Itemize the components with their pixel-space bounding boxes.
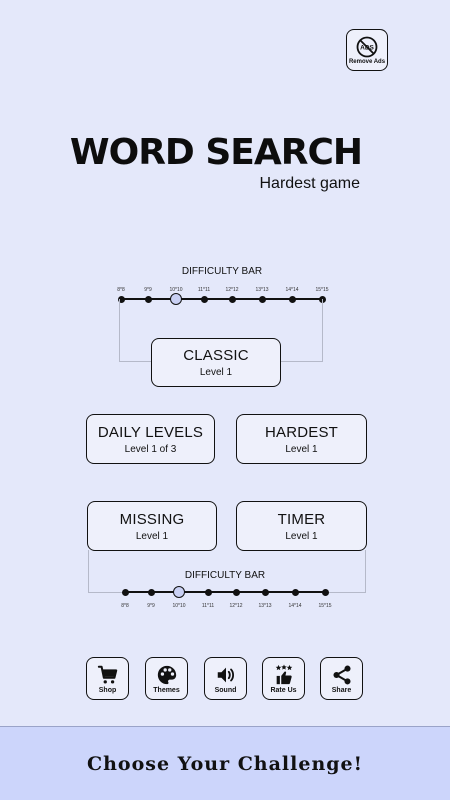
footer-tagline: Choose Your Challenge!	[86, 752, 363, 775]
hardest-mode-level: Level 1	[285, 443, 318, 455]
remove-ads-label: Remove Ads	[348, 58, 386, 65]
difficulty-dot-12x12[interactable]	[232, 588, 240, 596]
difficulty-dot-10x10[interactable]	[170, 293, 182, 305]
difficulty-tick-label: 10*10	[172, 603, 186, 609]
difficulty-dot-14x14[interactable]	[288, 295, 296, 303]
thumbs-up-icon	[275, 663, 292, 684]
difficulty-dot-9x9[interactable]	[147, 588, 155, 596]
themes-label: Themes	[153, 686, 180, 694]
app-subtitle: Hardest game	[259, 175, 361, 192]
timer-mode-button[interactable]: TIMER Level 1	[236, 501, 367, 551]
missing-mode-button[interactable]: MISSING Level 1	[87, 501, 217, 551]
missing-mode-title: MISSING	[119, 510, 185, 528]
difficulty-tick-label: 14*14	[285, 287, 299, 293]
daily-levels-title: DAILY LEVELS	[97, 423, 204, 441]
cart-icon	[97, 665, 117, 684]
difficulty-tick-label: 9*9	[144, 287, 152, 293]
hardest-mode-button[interactable]: HARDEST Level 1	[236, 414, 367, 464]
difficulty-tick-label: 10*10	[169, 287, 183, 293]
difficulty-dot-14x14[interactable]	[291, 588, 299, 596]
timer-mode-title: TIMER	[277, 510, 326, 528]
speaker-icon	[217, 667, 234, 682]
share-label: Share	[331, 686, 352, 694]
connector-left-bottom	[88, 550, 124, 593]
difficulty-tick-label: 15*15	[318, 603, 332, 609]
shop-label: Shop	[98, 686, 117, 694]
difficulty-tick-label: 15*15	[315, 287, 329, 293]
difficulty-dot-15x15[interactable]	[321, 588, 329, 596]
app-title: WORD SEARCH	[69, 132, 363, 173]
shop-button[interactable]: Shop	[86, 657, 129, 700]
no-ads-icon: ADS	[356, 36, 378, 57]
connector-right-top	[281, 299, 323, 362]
rate-us-button[interactable]: Rate Us	[262, 657, 305, 700]
difficulty-dot-8x8[interactable]	[117, 295, 125, 303]
hardest-mode-title: HARDEST	[264, 423, 339, 441]
rate-us-label: Rate Us	[270, 686, 297, 694]
difficulty-dot-13x13[interactable]	[261, 588, 269, 596]
difficulty-tick-label: 9*9	[147, 603, 155, 609]
difficulty-dot-11x11[interactable]	[204, 588, 212, 596]
missing-mode-level: Level 1	[135, 530, 169, 542]
difficulty-bar-title-top: DIFFICULTY BAR	[181, 266, 263, 277]
difficulty-tick-label: 8*8	[121, 603, 129, 609]
difficulty-dot-8x8[interactable]	[121, 588, 129, 596]
difficulty-track	[120, 298, 322, 300]
classic-mode-title: CLASSIC	[183, 347, 249, 364]
difficulty-dot-10x10[interactable]	[173, 586, 185, 598]
ads-icon-text: ADS	[360, 44, 374, 51]
daily-levels-button[interactable]: DAILY LEVELS Level 1 of 3	[86, 414, 215, 464]
remove-ads-button[interactable]: ADS Remove Ads	[346, 29, 388, 71]
difficulty-bar-title-bottom: DIFFICULTY BAR	[184, 570, 266, 581]
difficulty-dot-11x11[interactable]	[200, 295, 208, 303]
difficulty-tick-label: 8*8	[117, 287, 125, 293]
difficulty-dot-13x13[interactable]	[258, 295, 266, 303]
footer-banner: Choose Your Challenge!	[0, 726, 450, 800]
daily-levels-progress: Level 1 of 3	[124, 443, 177, 455]
connector-left-top	[119, 299, 152, 362]
sound-label: Sound	[214, 686, 237, 694]
difficulty-dot-12x12[interactable]	[228, 295, 236, 303]
difficulty-tick-label: 13*13	[255, 287, 269, 293]
share-icon	[332, 665, 351, 684]
difficulty-tick-label: 13*13	[258, 603, 272, 609]
difficulty-track	[124, 591, 325, 593]
difficulty-dot-9x9[interactable]	[144, 295, 152, 303]
palette-icon	[157, 665, 176, 684]
difficulty-tick-label: 12*12	[229, 603, 243, 609]
difficulty-tick-label: 11*11	[197, 287, 211, 293]
difficulty-tick-label: 11*11	[201, 603, 215, 609]
classic-mode-level: Level 1	[199, 367, 233, 378]
share-button[interactable]: Share	[320, 657, 363, 700]
themes-button[interactable]: Themes	[145, 657, 188, 700]
classic-mode-button[interactable]: CLASSIC Level 1	[151, 338, 281, 387]
difficulty-tick-label: 12*12	[225, 287, 239, 293]
connector-right-bottom	[326, 550, 366, 593]
difficulty-tick-label: 14*14	[288, 603, 302, 609]
sound-button[interactable]: Sound	[204, 657, 247, 700]
timer-mode-level: Level 1	[285, 530, 318, 542]
